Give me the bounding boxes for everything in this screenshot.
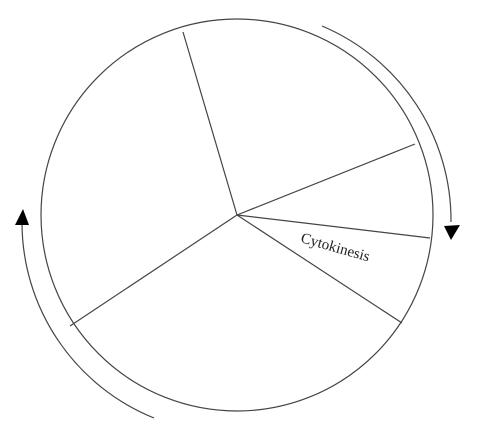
- slice-label-cytokinesis: Cytokinesis: [299, 230, 372, 265]
- divider-line-top: [182, 31, 238, 216]
- divider-line-right: [236, 214, 431, 239]
- arrowhead-left-icon: [15, 209, 29, 225]
- arrow-arc-right: [321, 25, 452, 223]
- divider-line-lower-right: [236, 214, 403, 324]
- cycle-circle: [40, 18, 434, 412]
- divider-line-upper-right: [236, 143, 416, 216]
- divider-line-lower-left: [69, 214, 238, 327]
- arrowhead-right-icon: [444, 225, 460, 240]
- arrow-arc-left: [21, 221, 155, 419]
